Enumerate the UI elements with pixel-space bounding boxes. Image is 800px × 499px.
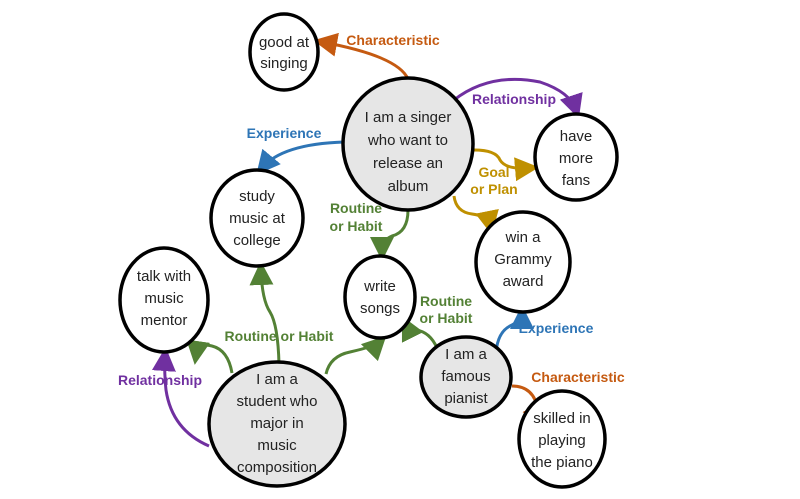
label-singer-characteristic: Characteristic [346,32,440,48]
edge-singer-relationship [453,77,583,119]
label-pianist-characteristic: Characteristic [531,369,625,385]
edge-singer-goal-fans [473,148,539,182]
edge-singer-characteristic [313,32,410,80]
label-pianist-experience: Experience [519,320,594,336]
edge-student-mentor-routine [186,339,234,374]
edge-singer-goal-grammy [452,195,499,235]
edge-singer-routine [370,209,410,261]
edge-pianist-experience [494,305,534,353]
label-singer-experience: Experience [247,125,322,141]
edge-pianist-routine [401,315,439,349]
label-singer-relationship: Relationship [472,91,556,107]
edge-student-college-routine [249,261,281,365]
label-student-routine: Routine or Habit [225,328,334,344]
edge-student-write-routine [324,335,387,375]
edge-student-relationship [151,347,210,448]
label-student-relationship: Relationship [118,372,202,388]
edge-singer-experience [256,140,345,175]
